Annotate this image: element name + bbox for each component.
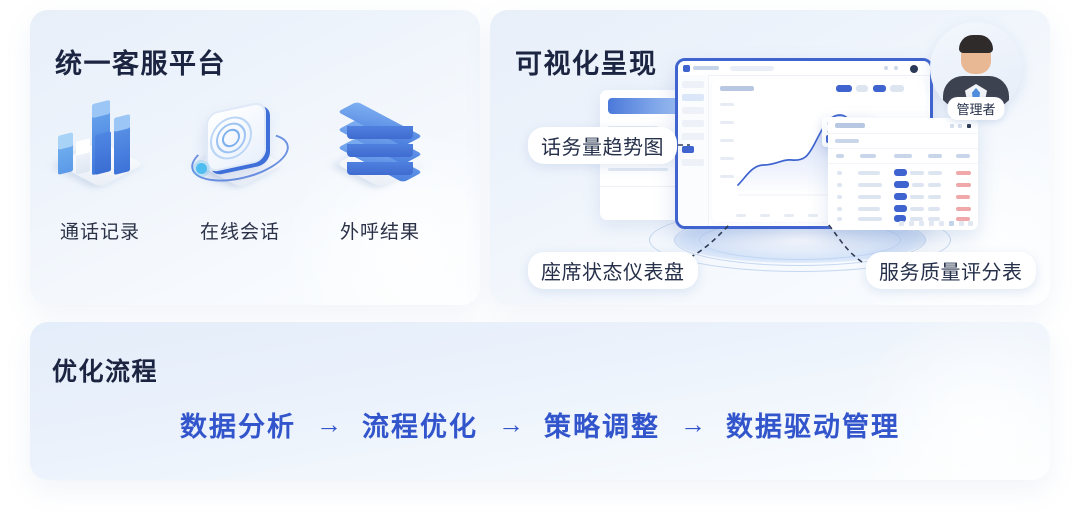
panel-optimization-process — [30, 322, 1050, 480]
help-icon[interactable] — [894, 66, 898, 70]
panel-left-title: 统一客服平台 — [55, 49, 226, 79]
table-section-title — [835, 139, 859, 143]
legend-label-2 — [890, 85, 904, 92]
maximize-icon[interactable] — [958, 124, 962, 128]
legend-label-1 — [856, 85, 868, 92]
legend-chip-2 — [873, 85, 886, 92]
score-table-window[interactable] — [828, 118, 978, 230]
minimize-icon[interactable] — [950, 124, 954, 128]
feature-item-call-records[interactable]: 通话记录 — [30, 95, 170, 244]
bell-icon[interactable] — [884, 66, 888, 70]
flow-arrow-icon: → — [498, 409, 524, 439]
callout-call-volume-trend: 话务量趋势图 — [528, 127, 677, 164]
panel-bottom-title: 优化流程 — [52, 358, 159, 386]
dashboard-monitor[interactable] — [675, 58, 933, 229]
avatar[interactable] — [910, 64, 918, 73]
flow-arrow-icon: → — [680, 409, 706, 439]
optimization-flow: 数据分析 → 流程优化 → 策略调整 → 数据驱动管理 — [30, 405, 1050, 444]
flow-step-data-driven-management[interactable]: 数据驱动管理 — [726, 412, 900, 442]
manager-avatar: 管理者 — [930, 22, 1022, 120]
flow-arrow-icon: → — [316, 409, 342, 439]
flow-step-process-optimization[interactable]: 流程优化 — [362, 412, 478, 442]
feature-label: 外呼结果 — [339, 222, 420, 243]
feature-label: 通话记录 — [59, 222, 140, 243]
feature-item-outbound-result[interactable]: 外呼结果 — [310, 95, 450, 244]
flow-step-data-analysis[interactable]: 数据分析 — [180, 412, 296, 442]
close-icon[interactable] — [967, 124, 971, 128]
legend-chip-1 — [836, 85, 852, 92]
app-logo-icon — [683, 65, 690, 72]
server-tier-middle — [337, 119, 423, 165]
feature-item-online-chat[interactable]: 在线会话 — [170, 95, 310, 244]
server-tier-top — [337, 101, 423, 147]
search-field[interactable] — [730, 65, 774, 71]
table-window-titlebar — [828, 118, 978, 134]
bar-chart-3d-icon — [40, 95, 160, 203]
server-tier-bottom — [337, 137, 423, 183]
flow-step-strategy-adjustment[interactable]: 策略调整 — [544, 412, 660, 442]
feature-label: 在线会话 — [199, 222, 280, 243]
online-chat-3d-icon — [180, 95, 300, 203]
service-feature-list: 通话记录 在线会话 — [30, 95, 480, 244]
callout-agent-status-dashboard: 座席状态仪表盘 — [528, 252, 698, 289]
orbit-dot — [196, 163, 207, 174]
chart-card-title — [720, 86, 754, 91]
monitor-sidebar — [678, 75, 709, 226]
server-stack-3d-icon — [320, 95, 440, 203]
panel-right-title: 可视化呈现 — [515, 49, 658, 79]
monitor-topbar — [678, 61, 930, 76]
callout-service-quality-score-table: 服务质量评分表 — [866, 252, 1036, 289]
avatar-name-badge: 管理者 — [947, 97, 1005, 120]
